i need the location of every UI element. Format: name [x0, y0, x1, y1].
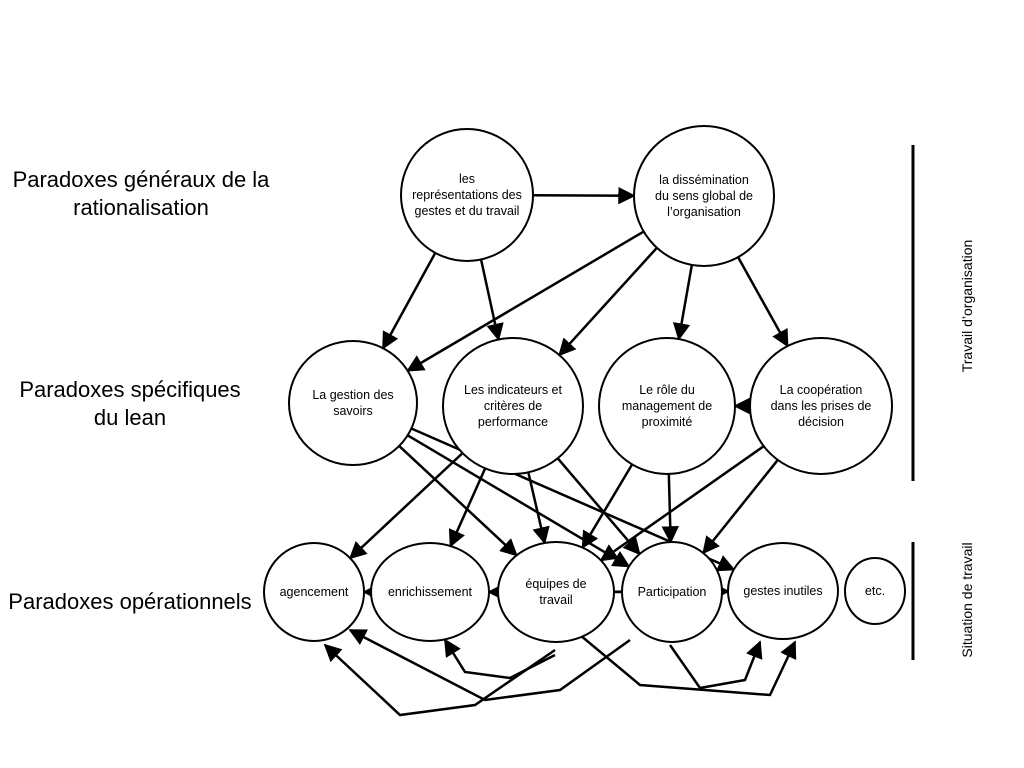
node-cooperation-label-line3: décision: [798, 415, 844, 429]
node-representations-circle: [400, 128, 534, 262]
level-label-specific-line1: Paradoxes spécifiques: [19, 377, 241, 402]
node-dissemination-label-line3: l’organisation: [667, 205, 741, 219]
level-label-operational: Paradoxes opérationnels: [5, 588, 255, 616]
curve-equipes-enrichissement: [443, 638, 556, 680]
edge-cooperation-to-equipes: [599, 445, 765, 562]
edge-indicateurs-to-enrichissement: [448, 467, 487, 548]
node-equipes-circle: [497, 541, 615, 643]
node-cooperation-label-line1: La coopération: [780, 383, 863, 397]
level-label-operational-line1: Paradoxes opérationnels: [8, 589, 252, 614]
node-enrichissement[interactable]: enrichissement: [370, 542, 490, 642]
node-role-management-label-line1: Le rôle du: [639, 383, 695, 397]
node-etc-circle: [844, 557, 906, 625]
node-agencement-circle: [263, 542, 365, 642]
side-label-situation: Situation de travail: [959, 542, 975, 657]
edge-role-management-to-participation: [661, 473, 679, 544]
node-participation[interactable]: Participation: [621, 541, 723, 643]
level-label-general-line2: rationalisation: [73, 195, 209, 220]
node-representations-label-line2: représentations des: [412, 188, 522, 202]
edge-dissemination-to-indicateurs: [558, 246, 658, 357]
edge-representations-to-gestion-savoirs: [381, 252, 437, 350]
edge-dissemination-to-role-management: [672, 264, 694, 341]
curve-participation-enrichissement: [348, 628, 631, 702]
nodes-layer: les représentations des gestes et du trava…: [263, 125, 906, 643]
node-gestes-inutiles[interactable]: gestes inutiles: [727, 542, 839, 640]
node-indicateurs-label-line3: performance: [478, 415, 548, 429]
edge-dissemination-to-cooperation: [736, 256, 789, 348]
node-cooperation-circle: [749, 337, 893, 475]
node-agencement[interactable]: agencement: [263, 542, 365, 642]
node-indicateurs[interactable]: Les indicateurs et critères de performance: [442, 337, 584, 475]
level-label-specific: Paradoxes spécifiques du lean: [10, 376, 250, 432]
node-indicateurs-label-line2: critères de: [484, 399, 542, 413]
edge-indicateurs-to-equipes: [527, 472, 550, 545]
node-dissemination-label-line2: du sens global de: [655, 189, 753, 203]
node-gestion-savoirs-label-line2: savoirs: [333, 404, 373, 418]
node-equipes[interactable]: équipes de travail: [497, 541, 615, 643]
node-equipes-label-line2: travail: [539, 593, 572, 607]
node-equipes-label-line1: équipes de: [525, 577, 586, 591]
node-representations-label-line3: gestes et du travail: [415, 204, 520, 218]
edge-representations-to-indicateurs: [479, 259, 504, 342]
edge-cooperation-to-participation: [702, 459, 779, 555]
curve-participation-gestes: [668, 640, 763, 690]
node-representations-label-line1: les: [459, 172, 475, 186]
node-etc-label-line1: etc.: [865, 584, 885, 598]
edge-indicateurs-to-participation: [556, 457, 641, 556]
node-indicateurs-label-line1: Les indicateurs et: [464, 383, 563, 397]
node-indicateurs-circle: [442, 337, 584, 475]
node-cooperation-label-line2: dans les prises de: [771, 399, 872, 413]
level-label-general-line1: Paradoxes généraux de la: [12, 167, 270, 192]
side-label-organisation: Travail d’organisation: [959, 240, 975, 373]
node-gestes-inutiles-label-line1: gestes inutiles: [743, 584, 822, 598]
node-gestes-inutiles-circle: [727, 542, 839, 640]
node-role-management-label-line3: proximité: [642, 415, 693, 429]
level-label-specific-line2: du lean: [93, 405, 167, 430]
node-dissemination-circle: [633, 125, 775, 267]
curve-equipes-agencement: [323, 643, 556, 717]
node-etc[interactable]: etc.: [844, 557, 906, 625]
node-dissemination-label-line1: la dissémination: [659, 173, 749, 187]
node-cooperation[interactable]: La coopération dans les prises de décision: [749, 337, 893, 475]
node-participation-label-line1: Participation: [638, 585, 707, 599]
node-participation-circle: [621, 541, 723, 643]
edge-gestion-savoirs-to-equipes: [398, 445, 518, 557]
node-representations[interactable]: les représentations des gestes et du trava…: [400, 128, 534, 262]
node-role-management[interactable]: Le rôle du management de proximité: [598, 337, 736, 475]
node-dissemination[interactable]: la dissémination du sens global de l’organ…: [633, 125, 775, 267]
node-enrichissement-circle: [370, 542, 490, 642]
node-agencement-label-line1: agencement: [280, 585, 349, 599]
node-role-management-circle: [598, 337, 736, 475]
level-label-general: Paradoxes généraux de la rationalisation: [8, 166, 274, 222]
edge-dissemination-to-gestion-savoirs: [406, 230, 645, 372]
edge-role-management-to-equipes: [581, 463, 634, 550]
node-enrichissement-label-line1: enrichissement: [388, 585, 473, 599]
node-gestion-savoirs-label-line1: La gestion des: [312, 388, 393, 402]
curve-equipes-gestes: [579, 634, 797, 697]
node-role-management-label-line2: management de: [622, 399, 712, 413]
node-gestion-savoirs-circle: [288, 340, 418, 466]
curves-layer: [323, 628, 797, 717]
edge-indicateurs-to-agencement: [348, 452, 464, 560]
node-gestion-savoirs[interactable]: La gestion des savoirs: [288, 340, 418, 466]
